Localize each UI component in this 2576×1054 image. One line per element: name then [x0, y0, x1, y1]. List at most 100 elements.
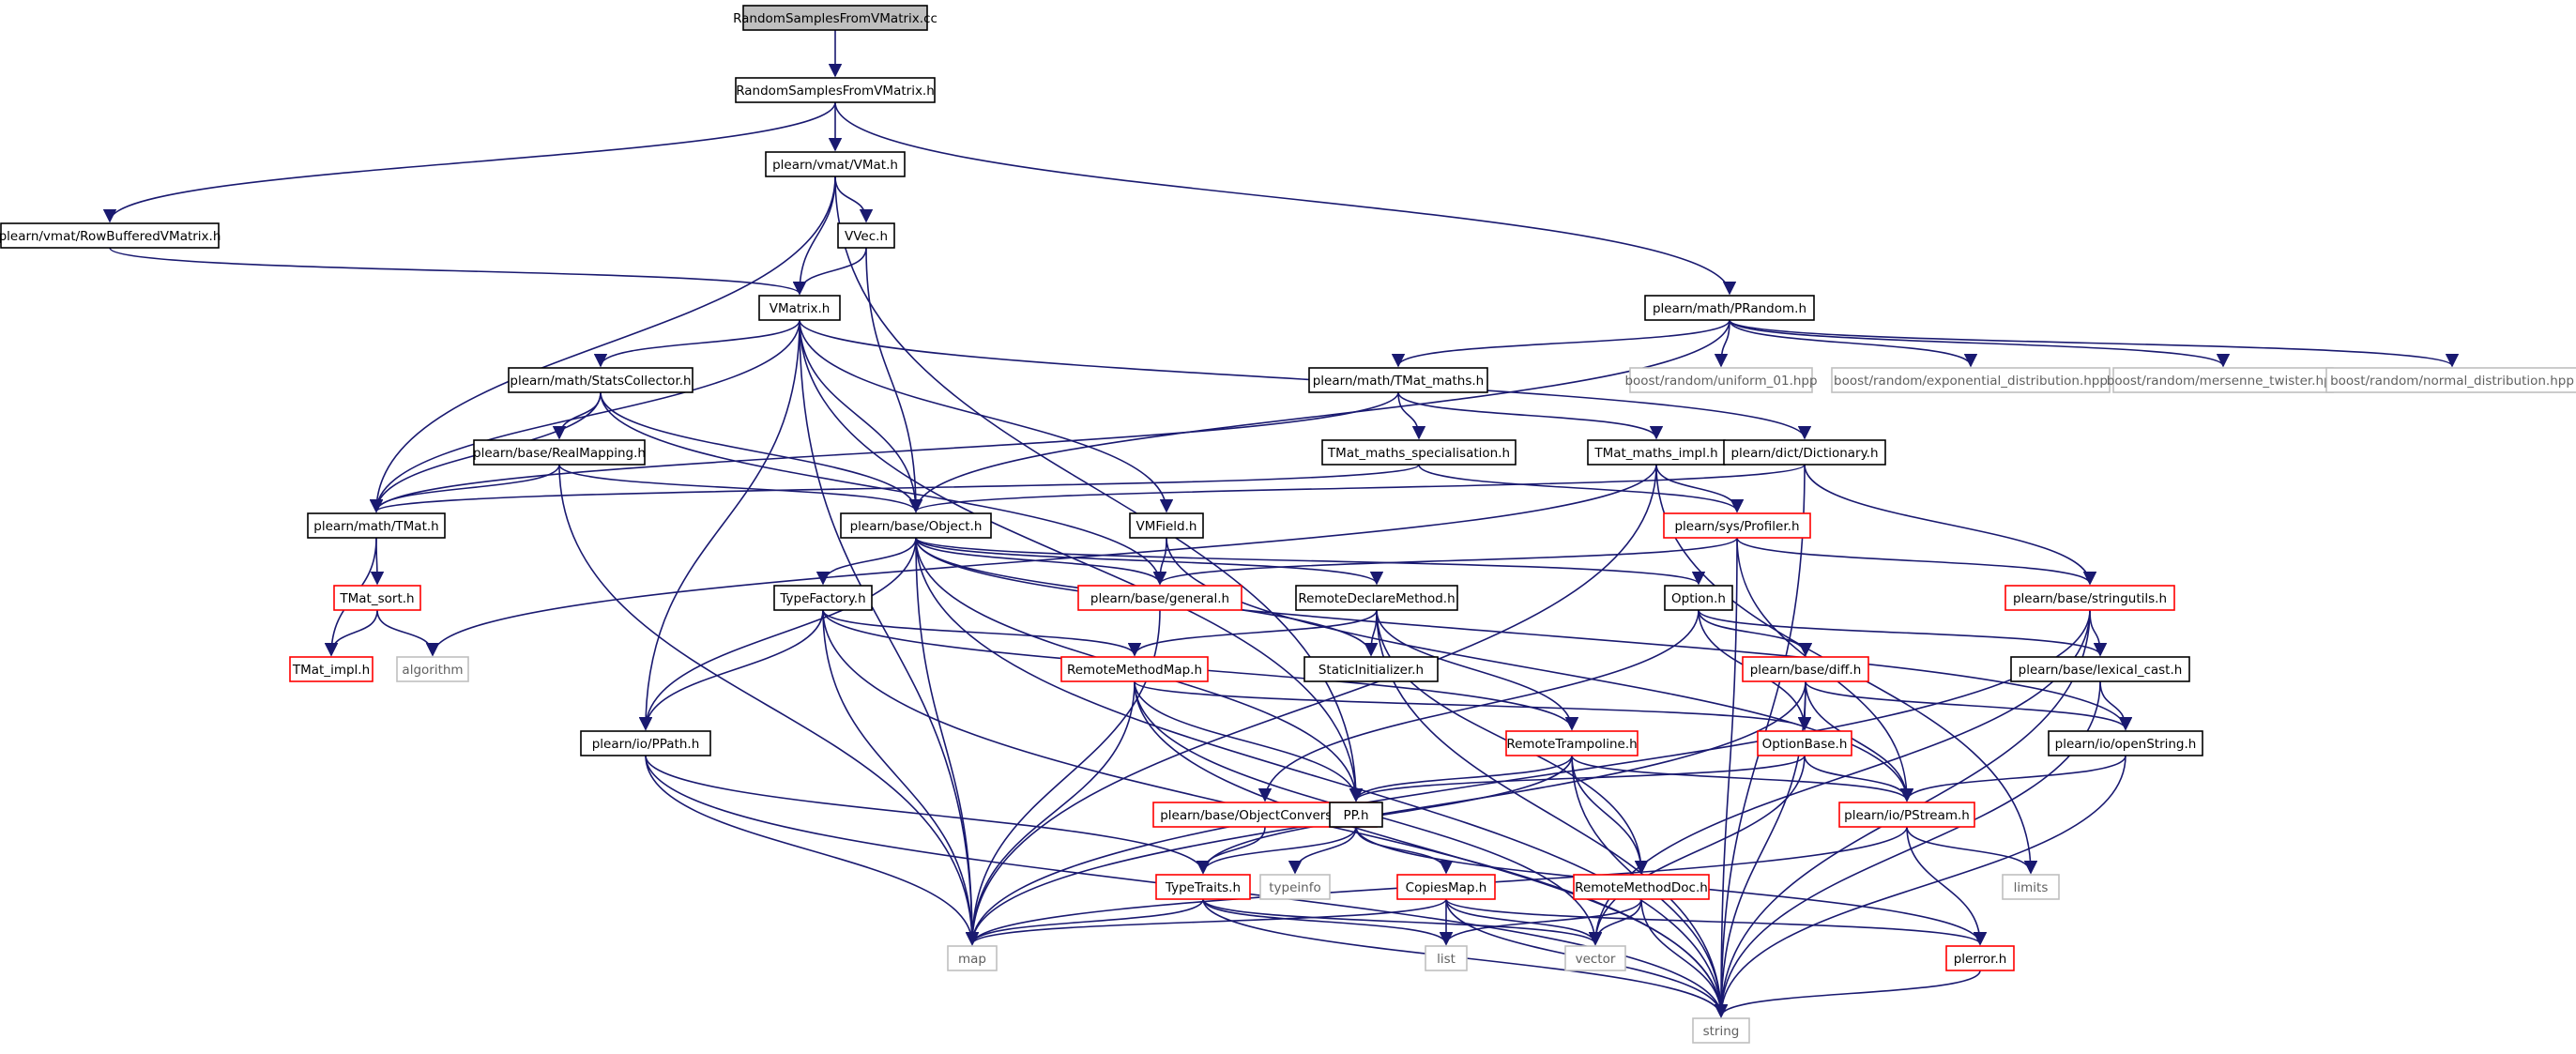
- edge-tmat-maths-h-to-tmi-h: [1397, 391, 1664, 440]
- node-ppath-h[interactable]: plearn/io/PPath.h: [580, 730, 711, 756]
- node-box: [1664, 585, 1733, 611]
- node-box: [2048, 730, 2203, 756]
- node-box: [765, 151, 906, 177]
- node-vmat-h[interactable]: plearn/vmat/VMat.h: [765, 151, 906, 177]
- edge-tmat-sort-h-to-tmat-impl-h: [324, 609, 378, 657]
- edge-vmatrix-h-to-dict-h: [799, 319, 1811, 440]
- node-tms-h[interactable]: TMat_maths_specialisation.h: [1321, 439, 1517, 466]
- node-copiesmap-h[interactable]: CopiesMap.h: [1396, 874, 1496, 900]
- node-algorithm: algorithm: [396, 656, 469, 682]
- node-box: [1663, 512, 1811, 539]
- node-option-h[interactable]: Option.h: [1664, 585, 1733, 611]
- node-prandom-h[interactable]: plearn/math/PRandom.h: [1644, 295, 1815, 321]
- node-diff-h[interactable]: plearn/base/diff.h: [1742, 656, 1869, 682]
- node-stringutils-h[interactable]: plearn/base/stringutils.h: [2004, 585, 2175, 611]
- node-profiler-h[interactable]: plearn/sys/Profiler.h: [1663, 512, 1811, 539]
- edge-vmatrix-h-to-statscoll-h: [593, 319, 800, 368]
- node-statscoll-h[interactable]: plearn/math/StatsCollector.h: [508, 367, 694, 393]
- node-box: [1723, 439, 1886, 466]
- node-mersenne: boost/random/mersenne_twister.hpp: [2107, 367, 2340, 393]
- edge-prandom-h-to-uniform01: [1714, 319, 1730, 368]
- node-typefactory-h[interactable]: TypeFactory.h: [773, 585, 873, 611]
- edge-tms-h-to-tmat-h: [370, 464, 1420, 513]
- edge-object-h-to-ppath-h: [638, 537, 917, 731]
- node-tmat-sort-h[interactable]: TMat_sort.h: [333, 585, 421, 611]
- node-rowbuf-h[interactable]: plearn/vmat/RowBufferedVMatrix.h: [0, 222, 221, 249]
- edge-statscoll-h-to-realmap-h: [552, 391, 602, 440]
- node-vmatrix-h[interactable]: VMatrix.h: [758, 295, 841, 321]
- edge-typefactory-h-to-rmm-h: [822, 609, 1142, 657]
- node-rmd-h[interactable]: RemoteMethodDoc.h: [1573, 874, 1710, 900]
- edge-rmd-h-to-string: [1640, 898, 1729, 1018]
- edge-pp-h-to-typetraits-h: [1196, 826, 1357, 875]
- node-tmat-impl-h[interactable]: TMat_impl.h: [289, 656, 373, 682]
- node-tmat-h[interactable]: plearn/math/TMat.h: [307, 512, 446, 539]
- edge-realmap-h-to-object-h: [558, 464, 923, 513]
- edge-pp-h-to-typeinfo: [1288, 826, 1357, 875]
- node-rdm-h[interactable]: RemoteDeclareMethod.h: [1295, 585, 1458, 611]
- edge-tmi-h-to-profiler-h: [1655, 464, 1745, 513]
- node-label: boost/random/uniform_01.hpp: [1624, 374, 1817, 389]
- node-rmm-h[interactable]: RemoteMethodMap.h: [1060, 656, 1209, 682]
- node-label: vector: [1576, 952, 1616, 967]
- edge-object-h-to-option-h: [915, 537, 1705, 586]
- node-vmfield-h[interactable]: VMField.h: [1129, 512, 1204, 539]
- node-object-h[interactable]: plearn/base/Object.h: [840, 512, 992, 539]
- edge-profiler-h-to-stringutils-h: [1736, 537, 2097, 586]
- node-box: [1077, 585, 1242, 611]
- edge-rmm-h-to-map: [965, 680, 1136, 946]
- node-box: [1742, 656, 1869, 682]
- node-box: [1329, 802, 1383, 828]
- node-optionbase-h[interactable]: OptionBase.h: [1757, 730, 1852, 756]
- edge-prandom-h-to-expdist: [1729, 319, 1978, 368]
- edge-rowbuf-h-to-vmatrix-h: [109, 247, 806, 296]
- node-label: list: [1437, 952, 1456, 967]
- node-tmat-maths-h[interactable]: plearn/math/TMat_maths.h: [1308, 367, 1488, 393]
- node-dict-h[interactable]: plearn/dict/Dictionary.h: [1723, 439, 1886, 466]
- node-label: typeinfo: [1269, 880, 1320, 895]
- edge-object-h-to-map: [915, 537, 980, 946]
- node-box: [2002, 874, 2060, 900]
- edge-typefactory-h-to-map: [822, 609, 980, 946]
- edge-object-h-to-general-h: [915, 537, 1167, 586]
- node-tmi-h[interactable]: TMat_maths_impl.h: [1587, 439, 1726, 466]
- node-box: [773, 585, 873, 611]
- node-vvec-h[interactable]: VVec.h: [837, 222, 895, 249]
- node-label: plearn/base/RealMapping.h: [473, 446, 646, 461]
- node-label: RandomSamplesFromVMatrix.cc: [733, 11, 937, 26]
- node-pp-h[interactable]: PP.h: [1329, 802, 1383, 828]
- node-label: plearn/math/PRandom.h: [1653, 301, 1806, 316]
- node-label: plearn/sys/Profiler.h: [1674, 519, 1799, 534]
- edge-openstring-h-to-pstream-h: [1899, 755, 2126, 802]
- edge-copiesmap-h-to-plerror-h: [1445, 898, 1987, 946]
- edge-layer: [102, 30, 2459, 1018]
- edge-dict-h-to-stringutils-h: [1804, 464, 2097, 586]
- edge-pstream-h-to-limits: [1906, 826, 2038, 875]
- node-box: [289, 656, 373, 682]
- node-rtramp-h[interactable]: RemoteTrampoline.h: [1505, 730, 1639, 756]
- node-label: TMat_impl.h: [292, 663, 370, 678]
- edge-ppath-h-to-map: [645, 755, 980, 946]
- edge-tmat-maths-h-to-tms-h: [1397, 391, 1426, 440]
- node-label: plearn/io/openString.h: [2055, 737, 2197, 752]
- edge-rdm-h-to-string: [1376, 609, 1729, 1018]
- node-lexcast-h[interactable]: plearn/base/lexical_cast.h: [2010, 656, 2190, 682]
- node-root[interactable]: RandomSamplesFromVMatrix.cc: [733, 5, 937, 31]
- node-label: plearn/base/Object.h: [850, 519, 983, 534]
- node-staticinit-h[interactable]: StaticInitializer.h: [1303, 656, 1439, 682]
- node-box: [735, 77, 936, 103]
- node-plerror-h[interactable]: plerror.h: [1945, 945, 2015, 971]
- node-pstream-h[interactable]: plearn/io/PStream.h: [1838, 802, 1975, 828]
- edge-rdm-h-to-rmm-h: [1127, 609, 1378, 657]
- edge-openstring-h-to-string: [1714, 755, 2126, 1018]
- edge-typetraits-h-to-vector: [1202, 898, 1603, 946]
- node-rsfvm-h[interactable]: RandomSamplesFromVMatrix.h: [735, 77, 936, 103]
- edge-realmap-h-to-tmat-h: [369, 464, 560, 513]
- node-general-h[interactable]: plearn/base/general.h: [1077, 585, 1242, 611]
- edge-vmatrix-h-to-vmfield-h: [799, 319, 1174, 513]
- node-realmap-h[interactable]: plearn/base/RealMapping.h: [473, 439, 646, 466]
- edge-plerror-h-to-string: [1714, 970, 1981, 1018]
- node-typetraits-h[interactable]: TypeTraits.h: [1155, 874, 1251, 900]
- node-openstring-h[interactable]: plearn/io/openString.h: [2048, 730, 2203, 756]
